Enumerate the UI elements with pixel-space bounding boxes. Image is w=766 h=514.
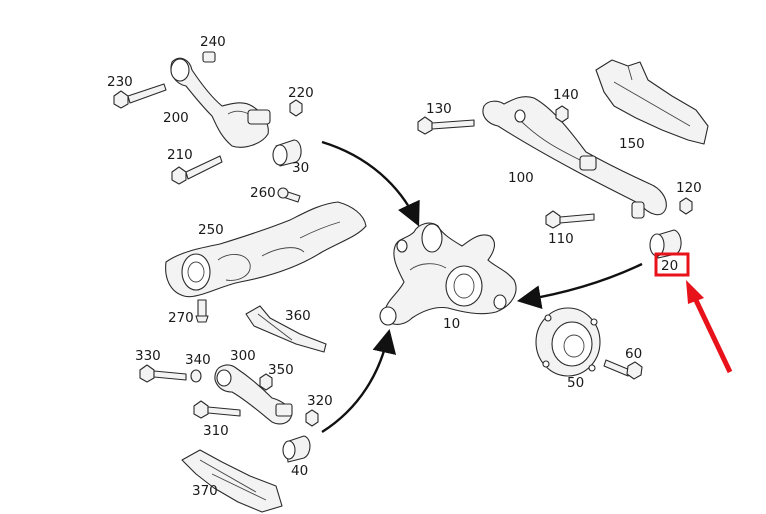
label-20: 20 [661,258,678,274]
part-240-bushing [202,51,216,63]
label-30: 30 [292,160,309,176]
label-60: 60 [625,346,642,362]
label-240: 240 [200,34,226,50]
part-270-bolt [195,299,209,323]
label-230: 230 [107,74,133,90]
part-60-bolt [603,359,643,380]
part-130-bolt [417,116,475,135]
part-50-wheel-hub [535,307,601,377]
label-110: 110 [548,231,574,247]
label-150: 150 [619,136,645,152]
part-230-bolt [113,83,167,109]
label-220: 220 [288,85,314,101]
label-260: 260 [250,185,276,201]
label-340: 340 [185,352,211,368]
part-110-bolt [545,210,595,229]
label-370: 370 [192,483,218,499]
label-40: 40 [291,463,308,479]
arrow-40-to-carrier [321,328,397,434]
label-320: 320 [307,393,333,409]
part-370-heat-shield [181,449,283,513]
part-250-lower-arm [165,201,367,298]
label-100: 100 [508,170,534,186]
part-260-bolt [277,187,301,203]
part-210-bolt [171,155,223,185]
label-50: 50 [567,375,584,391]
label-250: 250 [198,222,224,238]
part-340-washer [190,369,202,383]
label-210: 210 [167,147,193,163]
highlight-box-20 [654,252,690,277]
label-330: 330 [135,348,161,364]
label-200: 200 [163,110,189,126]
part-360-bracket [245,305,327,353]
arrow-20-to-hub [516,262,643,310]
label-270: 270 [168,310,194,326]
part-220-nut [289,99,303,117]
part-150-bracket [595,59,709,145]
label-10: 10 [443,316,460,332]
label-300: 300 [230,348,256,364]
label-310: 310 [203,423,229,439]
label-350: 350 [268,362,294,378]
part-30-bushing [272,139,302,167]
part-330-bolt [139,364,187,383]
part-300-toe-link [214,364,293,425]
part-40-bushing [282,435,311,463]
part-10-wheel-carrier [379,222,517,326]
part-20-bushing [649,229,682,259]
part-100-upper-arm [482,96,667,219]
red-pointer-arrow [686,280,733,374]
label-140: 140 [553,87,579,103]
label-360: 360 [285,308,311,324]
part-120-nut [679,197,693,215]
part-350-nut [259,373,273,391]
label-120: 120 [676,180,702,196]
part-320-nut [305,409,319,427]
arrow-30-to-carrier [321,140,420,227]
part-200-upper-arm [170,57,271,148]
part-310-bolt [193,400,241,419]
label-130: 130 [426,101,452,117]
part-140-nut [555,105,569,123]
